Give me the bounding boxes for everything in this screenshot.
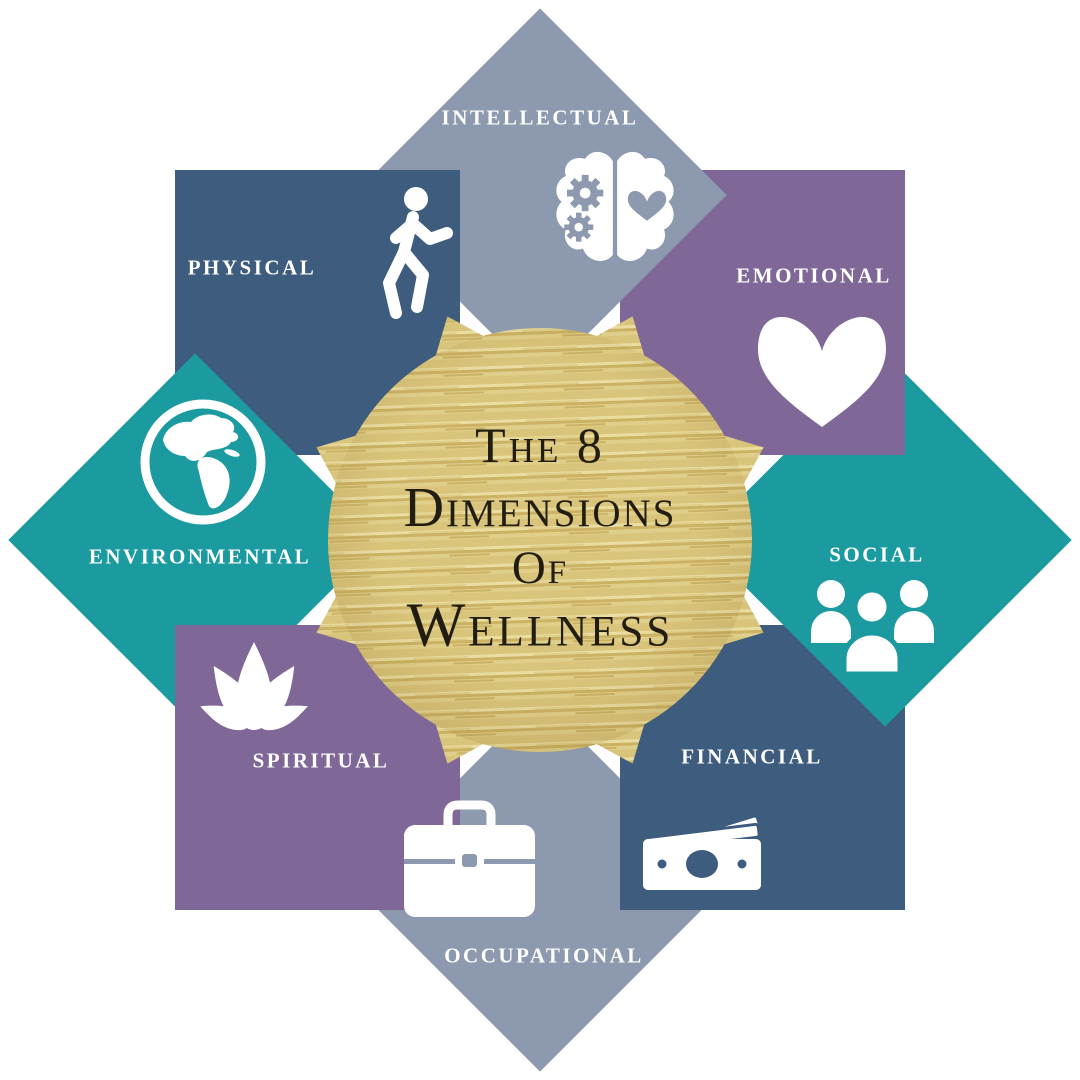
- heart-icon: [756, 306, 888, 432]
- label-spiritual: SPIRITUAL: [252, 748, 390, 773]
- title-line-3: Of: [511, 542, 569, 594]
- globe-americas-icon: [137, 396, 269, 528]
- people-group-icon: [806, 577, 939, 677]
- lotus-flower-icon: [188, 640, 320, 735]
- label-social: SOCIAL: [829, 542, 925, 567]
- brain-gears-heart-icon: [551, 143, 679, 273]
- label-financial: FINANCIAL: [681, 744, 823, 769]
- title-line-4: Wellness: [406, 591, 674, 660]
- money-bills-icon: [643, 793, 765, 892]
- title-line-2: Dimensions: [403, 477, 677, 539]
- label-physical: PHYSICAL: [187, 255, 317, 280]
- briefcase-icon: [404, 797, 535, 917]
- walking-person-icon: [363, 186, 453, 328]
- label-emotional: EMOTIONAL: [736, 263, 892, 288]
- label-occupational: OCCUPATIONAL: [444, 943, 644, 968]
- title-line-1: The 8: [475, 417, 605, 473]
- label-intellectual: INTELLECTUAL: [441, 105, 639, 130]
- label-environmental: ENVIRONMENTAL: [88, 544, 312, 569]
